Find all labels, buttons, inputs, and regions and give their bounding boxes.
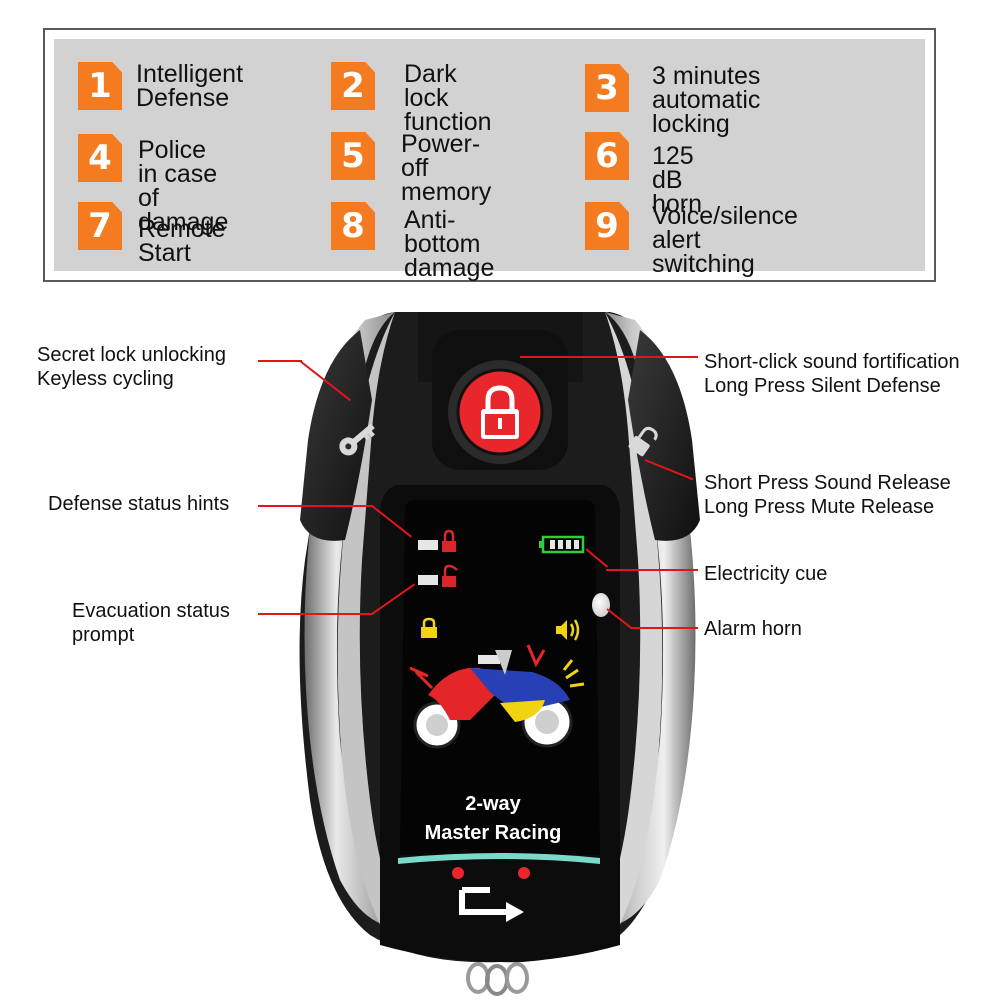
screen-line-2: Master Racing <box>425 822 562 844</box>
callout-alarm-horn: Alarm horn <box>704 618 802 640</box>
feature-label: Anti-bottom damage <box>404 206 495 282</box>
motorcycle-icon <box>409 644 585 749</box>
callout-electricity: Electricity cue <box>704 563 828 585</box>
alarm-horn <box>592 593 610 617</box>
arrow-icon <box>459 887 524 922</box>
callout-secret-lock: Secret lock unlocking Keyless cycling <box>37 344 226 390</box>
feature-label: Power-off memory <box>401 130 492 206</box>
callout-line <box>258 505 373 507</box>
number-badge: 9 <box>585 202 629 250</box>
callout-line <box>258 613 373 615</box>
callout-line <box>606 569 698 571</box>
callout-short-click: Short-click sound fortification Long Pre… <box>704 351 960 397</box>
number-badge: 4 <box>78 134 122 182</box>
feature-label: Remote Start <box>138 215 226 267</box>
key-icon <box>339 423 375 456</box>
feature-panel <box>43 28 936 282</box>
callout-line <box>258 360 302 362</box>
teal-band <box>398 853 600 864</box>
feature-label: Intelligent Defense <box>136 60 244 112</box>
number-badge: 3 <box>585 64 629 112</box>
callout-evacuation-status: Evacuation status prompt <box>72 600 230 646</box>
callout-line <box>520 356 698 358</box>
number-badge: 1 <box>78 62 122 110</box>
indicator-led-left <box>452 867 464 879</box>
evacuation-status-icon <box>418 564 458 587</box>
screen-line-1: 2-way <box>465 793 521 815</box>
number-badge: 7 <box>78 202 122 250</box>
indicator-led-right <box>518 867 530 879</box>
lock-icon <box>481 385 519 439</box>
feature-label: Voice/silence alert switching <box>652 202 798 278</box>
callout-defense-status: Defense status hints <box>48 493 230 515</box>
defense-status-icon <box>418 529 456 552</box>
feature-label: 3 minutes automatic locking <box>652 62 761 138</box>
small-lock-icon <box>421 617 437 638</box>
speaker-icon <box>556 619 580 641</box>
unlock-icon <box>628 426 658 457</box>
callout-short-press: Short Press Sound Release Long Press Mut… <box>704 472 951 518</box>
left-button <box>300 330 372 541</box>
number-badge: 6 <box>585 132 629 180</box>
feature-label: Dark lock function <box>404 60 492 136</box>
number-badge: 5 <box>331 132 375 180</box>
feature-label: 125 dB horn <box>652 142 703 218</box>
number-badge: 8 <box>331 202 375 250</box>
key-ring <box>466 962 529 996</box>
callout-line <box>630 627 698 629</box>
number-badge: 2 <box>331 62 375 110</box>
right-button <box>628 330 700 541</box>
battery-icon <box>539 535 585 554</box>
feature-panel-background <box>54 39 925 271</box>
feature-label: Police in case of damage <box>138 136 229 236</box>
